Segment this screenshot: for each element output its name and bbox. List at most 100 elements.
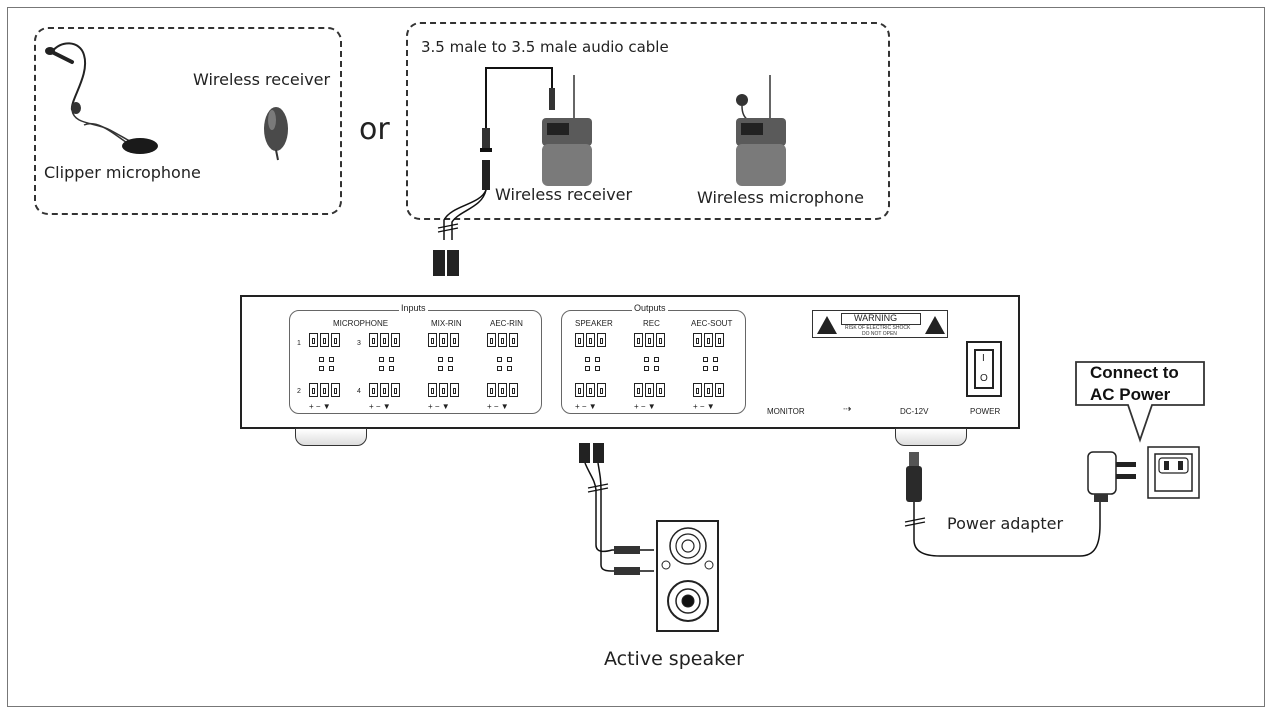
terminal-pin: [586, 383, 595, 397]
terminal-pin: [331, 383, 340, 397]
mic-channel-4: 4: [357, 388, 361, 395]
power-off-mark: O: [980, 373, 988, 384]
warning-title: WARNING: [854, 313, 898, 323]
device-foot-left: [295, 428, 367, 446]
clipper-microphone-label: Clipper microphone: [44, 163, 201, 182]
terminal-pin: [509, 333, 518, 347]
terminal-pin: [487, 333, 496, 347]
aec-sout-group-label: AEC-SOUT: [691, 319, 733, 328]
monitor-label: MONITOR: [767, 407, 805, 416]
terminal-indicator: [448, 357, 453, 362]
inputs-title: Inputs: [399, 303, 428, 313]
terminal-pin: [369, 333, 378, 347]
cable-label: 3.5 male to 3.5 male audio cable: [421, 38, 669, 56]
polarity-label: + − ▼: [575, 402, 597, 411]
terminal-pin: [634, 333, 643, 347]
wireless-receiver-left-label: Wireless receiver: [193, 70, 331, 89]
terminal-pin: [693, 383, 702, 397]
terminal-pin: [439, 383, 448, 397]
terminal-indicator: [585, 357, 590, 362]
wall-adapter-icon: [1087, 451, 1136, 502]
ac-power-callout: [1075, 361, 1205, 443]
active-speaker-icon: [656, 520, 719, 632]
terminal-pin: [634, 383, 643, 397]
terminal-indicator: [438, 357, 443, 362]
terminal-pin: [498, 383, 507, 397]
audio-cable: [433, 67, 555, 276]
microphone-group-label: MICROPHONE: [333, 319, 389, 328]
terminal-pin: [597, 383, 606, 397]
terminal-indicator: [595, 357, 600, 362]
terminal-pin: [645, 333, 654, 347]
terminal-indicator: [497, 357, 502, 362]
wireless-microphone-label: Wireless microphone: [697, 188, 864, 207]
wireless-receiver-right-label: Wireless receiver: [495, 185, 633, 204]
clipper-microphone-icon: [45, 42, 158, 154]
terminal-indicator: [389, 357, 394, 362]
wireless-pod-icon: [264, 107, 288, 161]
usb-icon: ⇢: [843, 404, 852, 415]
warning-label: WARNING RISK OF ELECTRIC SHOCK DO NOT OP…: [812, 310, 948, 338]
terminal-indicator: [703, 366, 708, 371]
terminal-pin: [715, 333, 724, 347]
power-adapter-label: Power adapter: [947, 514, 1064, 533]
terminal-pin: [380, 383, 389, 397]
terminal-pin: [645, 383, 654, 397]
terminal-pin: [715, 383, 724, 397]
power-on-mark: I: [982, 353, 985, 364]
terminal-pin: [704, 383, 713, 397]
polarity-label: + − ▼: [634, 402, 656, 411]
warning-title-box: [841, 313, 921, 325]
connect-ac-line1: Connect to: [1090, 363, 1179, 382]
aec-rin-group-label: AEC-RIN: [490, 319, 523, 328]
terminal-indicator: [713, 357, 718, 362]
power-switch-rocker: I O: [974, 349, 994, 389]
terminal-indicator: [644, 357, 649, 362]
terminal-indicator: [654, 366, 659, 371]
terminal-pin: [320, 383, 329, 397]
terminal-pin: [693, 333, 702, 347]
polarity-label: + − ▼: [309, 402, 331, 411]
mic-channel-2: 2: [297, 388, 301, 395]
terminal-indicator: [507, 366, 512, 371]
terminal-indicator: [654, 357, 659, 362]
power-cable: [904, 452, 1101, 557]
polarity-label: + − ▼: [487, 402, 509, 411]
terminal-pin: [391, 383, 400, 397]
mic-channel-3: 3: [357, 340, 361, 347]
terminal-pin: [428, 333, 437, 347]
warning-triangle-icon: [817, 316, 837, 334]
terminal-indicator: [713, 366, 718, 371]
bodypack-microphone-icon: [736, 75, 786, 186]
power-label: POWER: [970, 407, 1001, 416]
terminal-indicator: [644, 366, 649, 371]
rec-group-label: REC: [643, 319, 660, 328]
terminal-pin: [369, 383, 378, 397]
terminal-pin: [309, 383, 318, 397]
terminal-pin: [586, 333, 595, 347]
warning-triangle-icon: [925, 316, 945, 334]
speaker-group-label: SPEAKER: [575, 319, 613, 328]
terminal-indicator: [319, 357, 324, 362]
terminal-indicator: [497, 366, 502, 371]
terminal-indicator: [319, 366, 324, 371]
terminal-pin: [391, 333, 400, 347]
terminal-pin: [509, 383, 518, 397]
terminal-indicator: [703, 357, 708, 362]
terminal-indicator: [329, 357, 334, 362]
dc-label: DC-12V: [900, 407, 929, 416]
terminal-pin: [450, 333, 459, 347]
device-foot-right: [895, 428, 967, 446]
terminal-indicator: [438, 366, 443, 371]
terminal-pin: [380, 333, 389, 347]
terminal-indicator: [595, 366, 600, 371]
polarity-label: + − ▼: [369, 402, 391, 411]
mix-rin-group-label: MIX-RIN: [431, 319, 462, 328]
right-dashed-box: [406, 22, 890, 220]
terminal-pin: [597, 333, 606, 347]
terminal-pin: [575, 383, 584, 397]
terminal-indicator: [329, 366, 334, 371]
bodypack-receiver-icon: [542, 75, 592, 186]
terminal-pin: [704, 333, 713, 347]
terminal-pin: [487, 383, 496, 397]
